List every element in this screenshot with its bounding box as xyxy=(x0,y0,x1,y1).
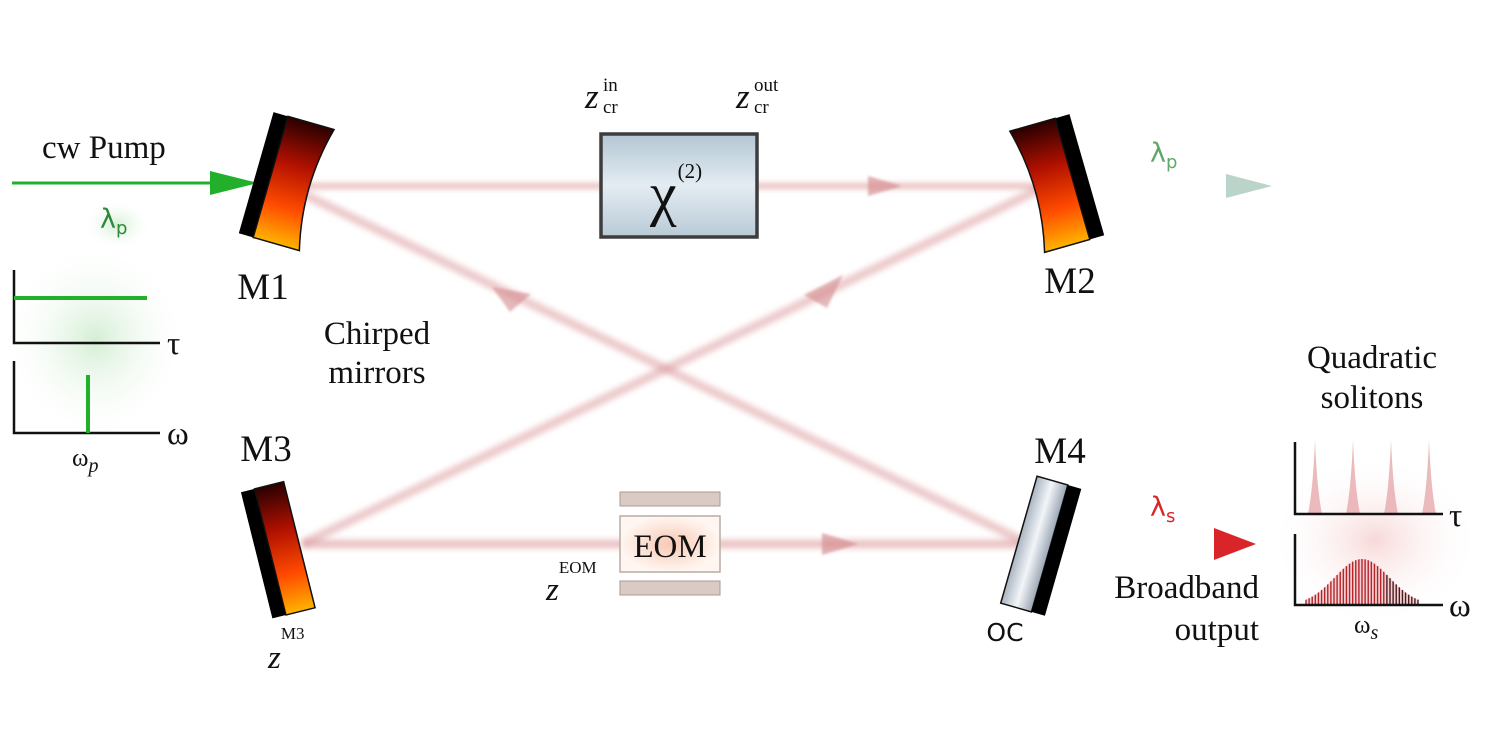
mirror-m4-backing xyxy=(1031,485,1082,616)
mirror-m3-label: M3 xyxy=(240,429,291,470)
pump-lambda-glow xyxy=(82,199,152,251)
z-crystal-in-label: z xyxy=(584,77,599,116)
soliton-pulse-train xyxy=(1308,440,1436,514)
broadband-output-label-line1: Broadband xyxy=(1114,570,1259,606)
chi2-crystal-label: χ(2) xyxy=(649,159,702,227)
soliton-frequency-comb xyxy=(1305,559,1419,605)
soliton-time-plot-axes xyxy=(1293,442,1443,516)
mirror-m1-coating xyxy=(252,115,336,252)
solitons-title-line1: Quadratic xyxy=(1307,340,1437,376)
mirror-m2-backing xyxy=(1054,114,1105,240)
cavity-arrow-upper xyxy=(868,176,902,196)
mirror-m3-coating xyxy=(253,480,316,616)
mirror-m2 xyxy=(1008,114,1105,254)
eom-electrode-top xyxy=(619,491,721,507)
pump-frequency-plot: ω ωp xyxy=(12,361,189,477)
cavity-arrow-left-diagonal xyxy=(492,287,531,312)
solitons-title-line2: solitons xyxy=(1321,380,1424,416)
soliton-pulse xyxy=(1384,440,1398,514)
soliton-time-plot: τ xyxy=(1293,440,1462,534)
soliton-pulse xyxy=(1422,440,1436,514)
mirror-m1-label: M1 xyxy=(237,267,288,308)
broadband-output-label-line2: output xyxy=(1175,612,1259,648)
signal-lambda-label: λs xyxy=(1150,492,1175,527)
eom-label: EOM xyxy=(633,529,706,565)
pump-title: cw Pump xyxy=(42,130,166,166)
z-eom-label: zEOM xyxy=(545,558,597,608)
z-crystal-in-sub: cr xyxy=(603,97,618,118)
pump-frequency-plot-axes xyxy=(12,361,160,435)
cavity-arrow-lower xyxy=(822,533,858,555)
soliton-frequency-plot-axes xyxy=(1293,534,1443,607)
pump-output-lambda-label: λp xyxy=(1150,138,1177,173)
soliton-frequency-tick-label: ωs xyxy=(1354,612,1378,644)
chirped-mirrors-label-line1: Chirped xyxy=(324,316,431,352)
mirror-m4-label: M4 xyxy=(1034,431,1085,472)
soliton-pulse xyxy=(1346,440,1360,514)
pump-lambda-label: λp xyxy=(100,204,127,239)
soliton-pulse xyxy=(1308,440,1322,514)
z-crystal-in-sup: in xyxy=(603,75,618,96)
pump-plot-glow xyxy=(0,240,190,440)
cavity-arrow-right-diagonal xyxy=(804,275,843,308)
pump-output-arrowhead xyxy=(1226,174,1272,198)
soliton-frequency-plot: ω ωs xyxy=(1293,534,1471,644)
z-crystal-out-label: z xyxy=(735,77,750,116)
pump-input-arrowhead xyxy=(210,171,258,195)
chi2-crystal xyxy=(599,132,759,239)
mirror-m1-backing xyxy=(238,112,289,238)
mirror-m3 xyxy=(240,480,316,619)
pump-time-plot: τ xyxy=(12,270,180,362)
soliton-frequency-axis-label: ω xyxy=(1449,588,1471,624)
soliton-time-axis-label: τ xyxy=(1449,498,1462,534)
beam-m2-m3 xyxy=(300,185,1040,549)
z-crystal-out-sup: out xyxy=(754,75,779,96)
beam-m1-m4 xyxy=(293,185,1027,547)
output-coupler-label: OC xyxy=(986,618,1023,647)
mirror-m2-coating xyxy=(1008,117,1091,254)
m3-position-label: zM3 xyxy=(267,624,304,676)
z-crystal-out-sub: cr xyxy=(754,97,769,118)
pump-time-axis-label: τ xyxy=(167,326,180,362)
signal-output-arrowhead xyxy=(1214,528,1256,560)
pump-frequency-tick-label: ωp xyxy=(72,445,98,477)
mirror-m1 xyxy=(238,112,336,252)
eom-crystal xyxy=(619,515,721,573)
mirror-m4-output-coupler xyxy=(999,475,1082,616)
pump-time-plot-axes xyxy=(12,270,160,345)
eom-electrode-bottom xyxy=(619,580,721,596)
mirror-m3-backing xyxy=(240,488,287,619)
mirror-m2-label: M2 xyxy=(1044,261,1095,302)
chirped-mirrors-label-line2: mirrors xyxy=(328,355,425,391)
pump-frequency-axis-label: ω xyxy=(167,416,189,452)
